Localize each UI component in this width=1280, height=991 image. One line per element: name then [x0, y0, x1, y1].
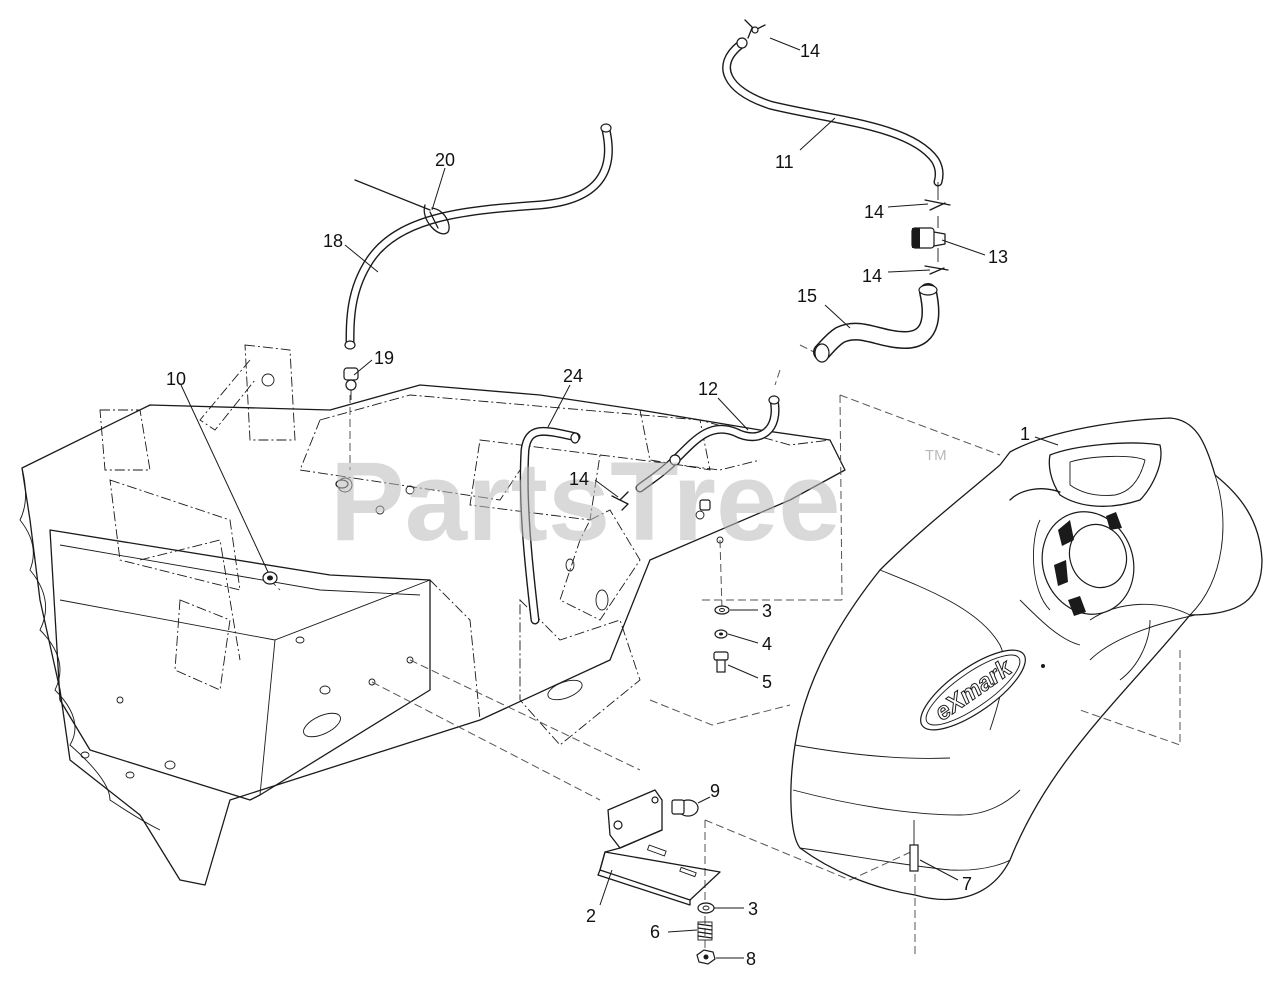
assembly-guide-lines: [269, 344, 1181, 955]
watermark-text: PartsTree: [330, 439, 841, 564]
watermark: PartsTree TM: [330, 439, 947, 564]
bolt-5: [713, 651, 729, 673]
callout-19[interactable]: 19: [374, 348, 394, 368]
callout-3-a[interactable]: 3: [762, 601, 772, 621]
mower-frame: [19, 344, 846, 886]
callout-6[interactable]: 6: [650, 922, 660, 942]
frame-fitting: [335, 479, 711, 511]
callout-7[interactable]: 7: [962, 874, 972, 894]
callout-8[interactable]: 8: [746, 949, 756, 969]
fuel-tank-1: eXmark: [790, 417, 1263, 901]
callout-12[interactable]: 12: [698, 379, 718, 399]
pin-7: [909, 820, 919, 872]
callout-9[interactable]: 9: [710, 781, 720, 801]
callout-14-b[interactable]: 14: [862, 266, 882, 286]
washer-3-a: [714, 605, 730, 615]
tank-bracket-2: [597, 789, 721, 906]
watermark-trademark: TM: [925, 447, 947, 464]
callout-18[interactable]: 18: [323, 231, 343, 251]
callout-13[interactable]: 13: [988, 247, 1008, 267]
cable-tie-20: [354, 179, 450, 235]
callout-4[interactable]: 4: [762, 634, 772, 654]
callout-14-c[interactable]: 14: [569, 469, 589, 489]
callout-labels: 14 11 14 13 14 15 20 18 19 10 24 12 14 1…: [166, 41, 1030, 969]
callout-10[interactable]: 10: [166, 369, 186, 389]
washer-3-b: [697, 902, 715, 914]
callout-1[interactable]: 1: [1020, 424, 1030, 444]
callout-14-a[interactable]: 14: [864, 202, 884, 222]
callout-20[interactable]: 20: [435, 150, 455, 170]
callout-leaders: [180, 37, 1059, 959]
callout-11[interactable]: 11: [775, 152, 794, 172]
callout-3-b[interactable]: 3: [748, 899, 758, 919]
fuel-filter-13: [911, 216, 946, 262]
hose-clamp-14-c: [611, 491, 629, 511]
hose-clamp-14-top: [744, 19, 766, 39]
grommet-10: [262, 571, 278, 585]
fuel-hose-11: [722, 37, 944, 187]
bolt-9: [671, 799, 699, 817]
fuel-hose-15: [813, 283, 940, 363]
lock-washer-4: [714, 629, 728, 639]
fuel-hose-18: [344, 123, 613, 350]
callout-24[interactable]: 24: [563, 366, 583, 386]
callout-15[interactable]: 15: [797, 286, 817, 306]
callout-5[interactable]: 5: [762, 672, 772, 692]
hose-clamp-14-a: [924, 199, 951, 211]
fuel-hose-12: [635, 395, 780, 493]
vent-hose-24: [519, 426, 581, 625]
fitting-19: [343, 367, 359, 400]
callout-2[interactable]: 2: [586, 906, 596, 926]
callout-14-top[interactable]: 14: [800, 41, 820, 61]
hose-clamp-14-b: [924, 265, 949, 275]
spring-6: [697, 921, 713, 941]
nut-8: [696, 949, 716, 965]
